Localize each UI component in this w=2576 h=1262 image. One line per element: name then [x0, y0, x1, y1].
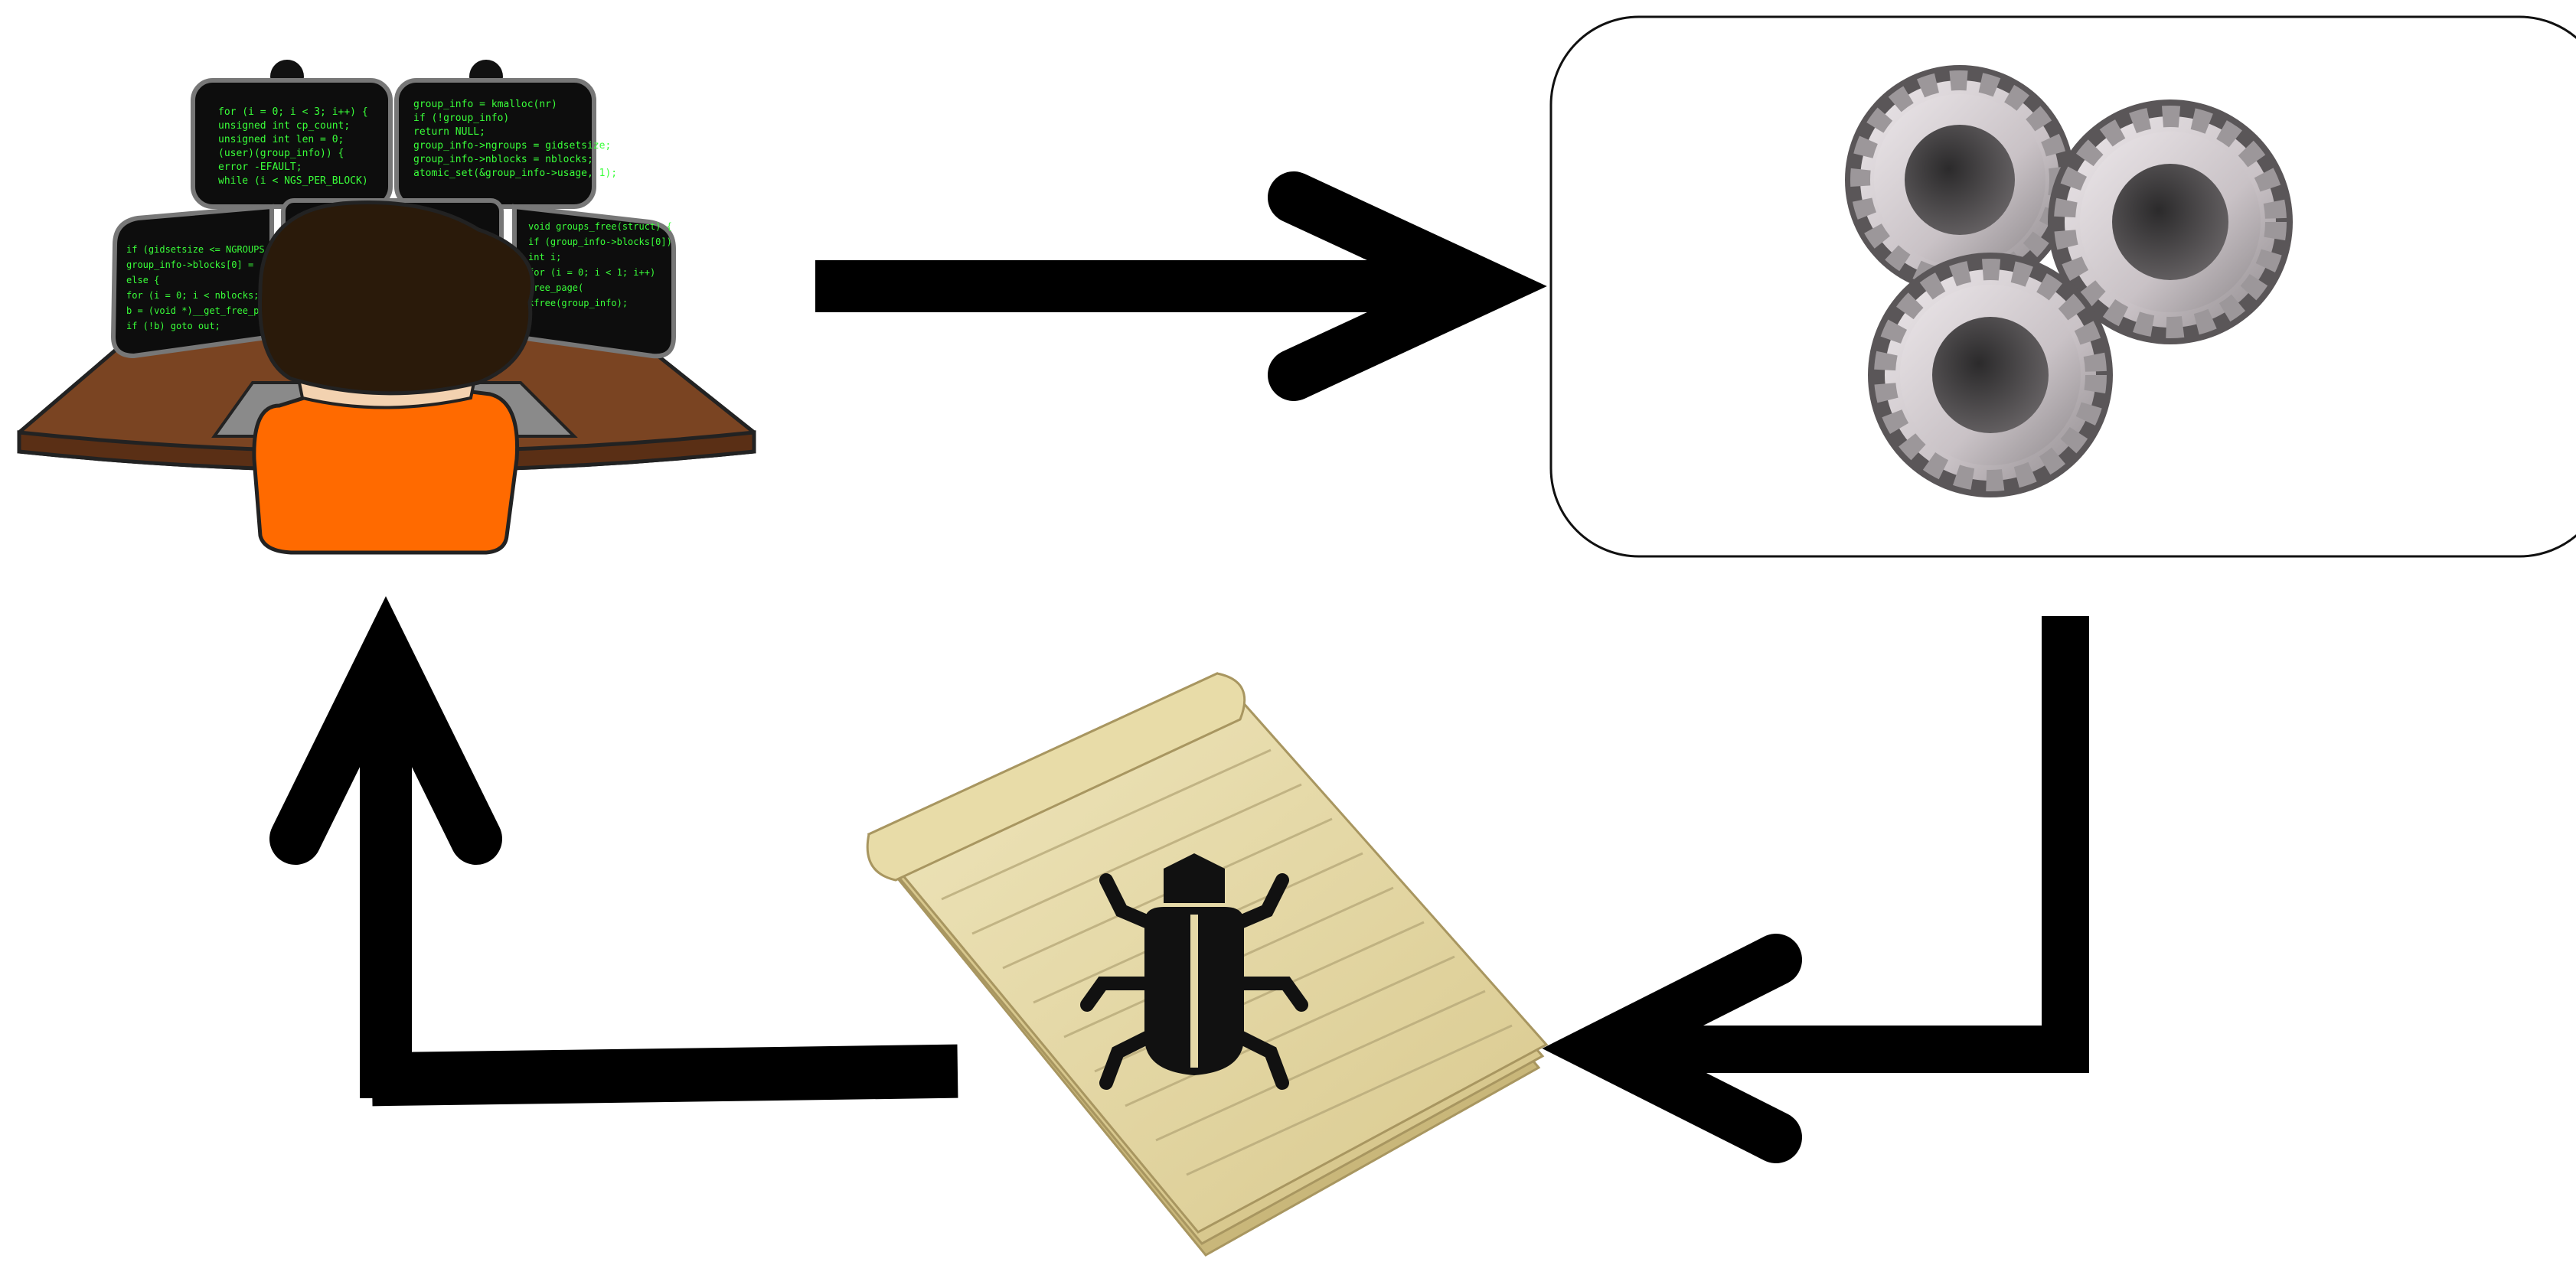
svg-text:for (i = 0; i < 1; i++): for (i = 0; i < 1; i++): [528, 267, 655, 278]
svg-text:error -EFAULT;: error -EFAULT;: [218, 161, 302, 173]
gear-bottom: [1868, 253, 2113, 497]
svg-text:kfree(group_info);: kfree(group_info);: [528, 298, 628, 308]
svg-text:if (!b) goto out;: if (!b) goto out;: [126, 321, 220, 331]
arrow-execution-to-bug-report: [1592, 616, 2089, 1137]
monitor-bottom-right: void groups_free(struct) { if (group_inf…: [514, 207, 674, 356]
arrow-bug-report-to-developer: [295, 655, 958, 1106]
svg-text:(user)(group_info)) {: (user)(group_info)) {: [218, 148, 344, 159]
svg-text:group_info->ngroups = gidsetsi: group_info->ngroups = gidsetsize;: [413, 140, 611, 152]
svg-text:free_page(: free_page(: [528, 282, 583, 293]
bug-notepad-icon: [867, 673, 1546, 1255]
svg-text:if (group_info->blocks[0]): if (group_info->blocks[0]): [528, 236, 672, 247]
developer-at-monitors-icon: for (i = 0; i < 3; i++) { unsigned int c…: [19, 60, 754, 553]
monitor-top-right: group_info = kmalloc(nr) if (!group_info…: [397, 80, 617, 207]
developer-person: [254, 202, 533, 553]
svg-text:for (i = 0; i < 3; i++) {: for (i = 0; i < 3; i++) {: [218, 106, 368, 118]
svg-text:group_info->blocks[0] =: group_info->blocks[0] =: [126, 259, 253, 270]
svg-text:else {: else {: [126, 275, 159, 285]
svg-text:return NULL;: return NULL;: [413, 126, 485, 138]
svg-text:b = (void *)__get_free_page: b = (void *)__get_free_page: [126, 305, 276, 316]
arrow-developer-to-execution: [815, 197, 1485, 375]
svg-text:atomic_set(&group_info->usage,: atomic_set(&group_info->usage, 1);: [413, 168, 617, 179]
svg-text:int i;: int i;: [528, 252, 561, 263]
svg-text:if (!group_info): if (!group_info): [413, 113, 509, 124]
svg-text:while (i < NGS_PER_BLOCK): while (i < NGS_PER_BLOCK): [218, 175, 368, 187]
svg-text:group_info->nblocks = nblocks;: group_info->nblocks = nblocks;: [413, 154, 593, 165]
svg-text:unsigned int cp_count;: unsigned int cp_count;: [218, 120, 350, 132]
svg-text:unsigned int len = 0;: unsigned int len = 0;: [218, 134, 344, 145]
svg-text:void groups_free(struct) {: void groups_free(struct) {: [528, 221, 672, 232]
svg-text:group_info = kmalloc(nr): group_info = kmalloc(nr): [413, 99, 557, 110]
monitor-top-left: for (i = 0; i < 3; i++) { unsigned int c…: [193, 80, 390, 207]
